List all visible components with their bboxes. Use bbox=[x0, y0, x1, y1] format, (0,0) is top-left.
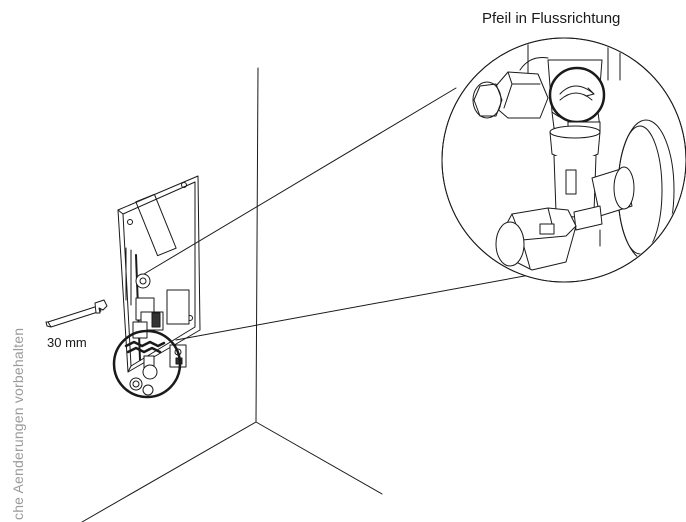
valve-unit-small bbox=[124, 273, 187, 396]
valve-detail bbox=[472, 39, 675, 271]
wrench-size-label: 30 mm bbox=[47, 335, 87, 350]
detail-marker-circle bbox=[112, 329, 182, 399]
detail-circle bbox=[441, 37, 686, 283]
room-corner bbox=[81, 67, 383, 522]
flow-direction-arrow-icon bbox=[559, 85, 595, 95]
open-end-wrench-icon bbox=[45, 299, 108, 328]
flow-arrow-label: Pfeil in Flussrichtung bbox=[482, 10, 621, 27]
side-disclaimer: che Aenderungen vorbehalten bbox=[10, 327, 26, 520]
magnifier-lines bbox=[143, 87, 569, 341]
